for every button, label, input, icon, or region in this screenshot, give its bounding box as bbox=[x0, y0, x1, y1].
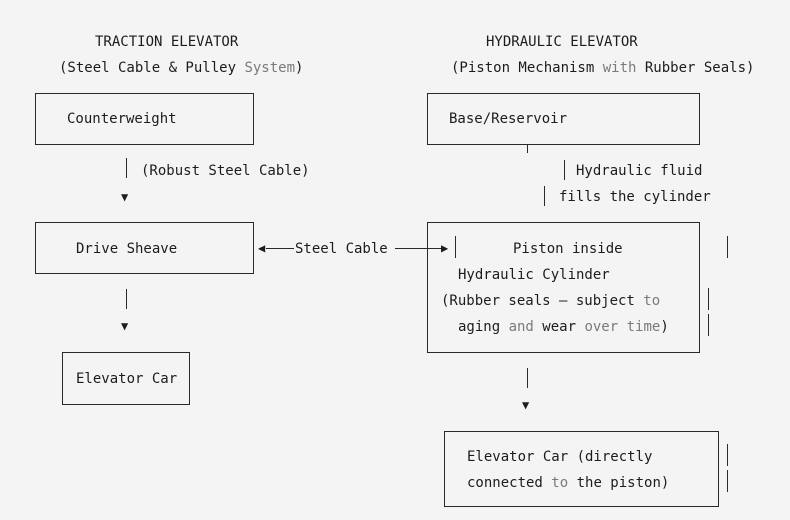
fluid-note-line1: Hydraulic fluid bbox=[576, 163, 703, 179]
fluid-note-line2: fills the cylinder bbox=[559, 189, 711, 205]
connector-line bbox=[527, 368, 528, 388]
traction-car-label: Elevator Car bbox=[76, 371, 178, 387]
down-arrow-icon: ▼ bbox=[121, 190, 129, 204]
piston-line1: Piston inside bbox=[513, 241, 623, 257]
counterweight-label: Counterweight bbox=[67, 111, 177, 127]
piston-line2: Hydraulic Cylinder bbox=[458, 267, 610, 283]
right-arrow-icon: ▶ bbox=[441, 241, 449, 255]
connector-line bbox=[126, 289, 127, 309]
hydraulic-car-line2: connected to the piston) bbox=[467, 475, 670, 491]
cable-line bbox=[126, 158, 127, 178]
piston-line3: (Rubber seals — subject to bbox=[441, 293, 661, 309]
traction-title: TRACTION ELEVATOR bbox=[95, 34, 239, 50]
hydraulic-title: HYDRAULIC ELEVATOR bbox=[486, 34, 638, 50]
hydraulic-car-line1: Elevator Car (directly bbox=[467, 449, 653, 465]
drive-sheave-label: Drive Sheave bbox=[76, 241, 178, 257]
connector-line bbox=[527, 145, 528, 153]
connector-line bbox=[544, 186, 545, 206]
cable-note: (Robust Steel Cable) bbox=[141, 163, 310, 179]
reservoir-label: Base/Reservoir bbox=[449, 111, 568, 127]
left-arrow-icon: ◀ bbox=[258, 241, 266, 255]
piston-line4: aging and wear over time) bbox=[458, 319, 669, 335]
steel-cable-label: Steel Cable bbox=[295, 241, 388, 257]
down-arrow-icon: ▼ bbox=[121, 319, 129, 333]
hydraulic-subtitle: (Piston Mechanism with Rubber Seals) bbox=[451, 60, 755, 76]
connector-line bbox=[564, 160, 565, 180]
traction-subtitle: (Steel Cable & Pulley System) bbox=[59, 60, 304, 76]
down-arrow-icon: ▼ bbox=[522, 398, 530, 412]
